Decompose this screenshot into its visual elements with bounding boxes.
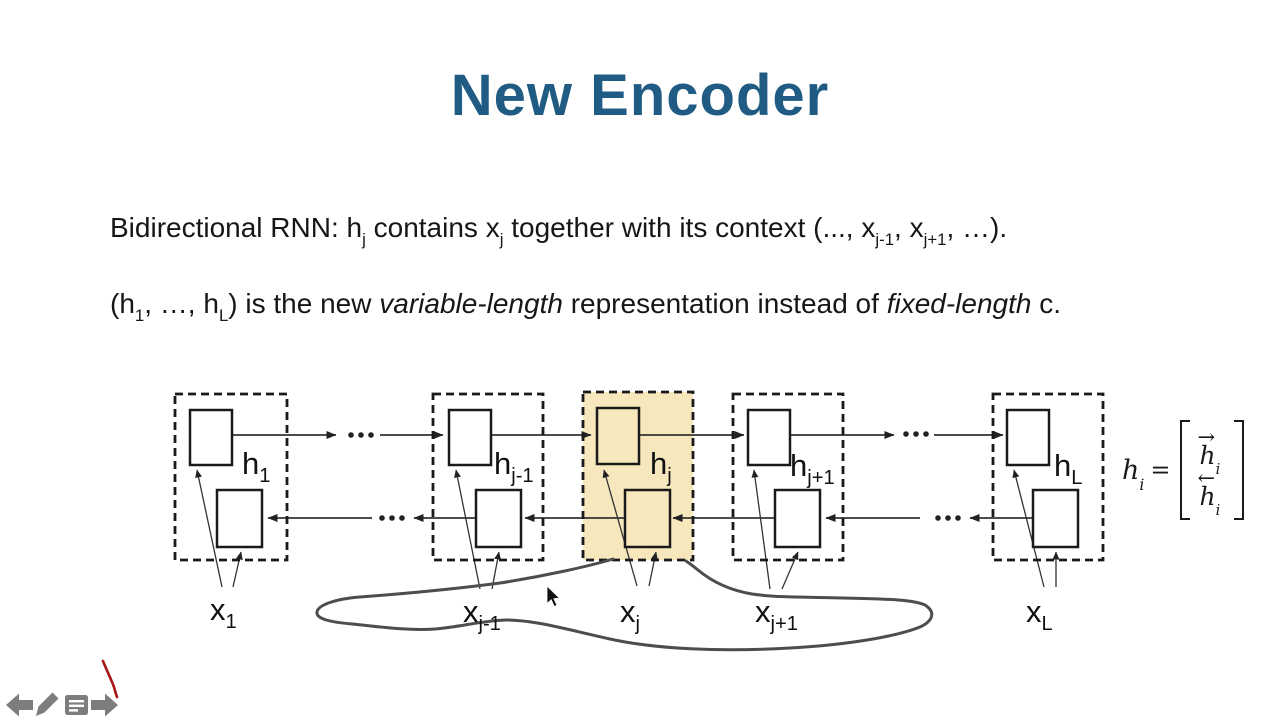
rnn-cells — [188, 406, 1080, 549]
next-arrow-icon[interactable] — [91, 693, 118, 717]
forward-h-term: →hi — [1197, 424, 1221, 479]
input-arrows — [195, 469, 1060, 590]
timestep-boxes — [173, 390, 1105, 562]
pen-stroke-annotation — [101, 659, 119, 699]
ellipsis-dots — [348, 431, 961, 521]
hi-concat-formula: hi = →hi ←hi — [1122, 420, 1245, 520]
body-text-line-1: Bidirectional RNN: hj contains xj togeth… — [110, 212, 1008, 249]
left-bracket — [1179, 420, 1190, 520]
formula-lhs: hi — [1122, 454, 1145, 494]
h-label-j-1: hj-1 — [494, 446, 534, 488]
right-bracket — [1234, 420, 1245, 520]
h-label-1: h1 — [242, 446, 271, 488]
backward-h-term: ←hi — [1197, 465, 1221, 520]
x-label-L: xL — [1026, 594, 1053, 636]
notes-icon[interactable] — [65, 695, 88, 715]
body-text-line-2: (h1, …, hL) is the new variable-length r… — [110, 288, 1062, 325]
context-blob — [315, 557, 934, 652]
page-title: New Encoder — [450, 63, 830, 128]
right-vector-arrow-icon: → — [1197, 424, 1216, 449]
h-label-j+1: hj+1 — [790, 448, 835, 490]
x-label-j-1: xj-1 — [463, 594, 501, 636]
formula-stack: →hi ←hi — [1197, 424, 1227, 520]
x-label-1: x1 — [210, 592, 237, 634]
previous-arrow-icon[interactable] — [6, 693, 33, 717]
x-label-j: xj — [620, 594, 640, 636]
formula-equals: = — [1150, 456, 1171, 484]
annotation-toolbar — [6, 692, 118, 717]
h-label-j: hj — [650, 446, 672, 488]
pencil-icon[interactable] — [36, 692, 59, 717]
x-label-j+1: xj+1 — [755, 594, 798, 636]
h-label-L: hL — [1054, 448, 1083, 490]
left-vector-arrow-icon: ← — [1197, 465, 1216, 490]
